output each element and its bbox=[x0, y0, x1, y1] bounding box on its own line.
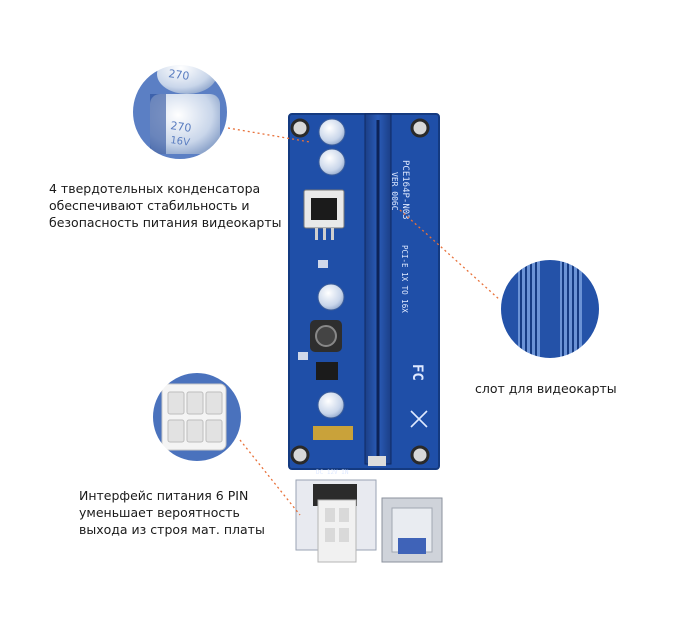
smd-components bbox=[313, 426, 353, 440]
power-callout-line-3: выхода из строя мат. платы bbox=[79, 522, 265, 537]
cap-marking-value: 270 bbox=[170, 119, 193, 135]
capacitor-callout-line bbox=[227, 127, 311, 143]
pcie-x16-slot bbox=[364, 113, 392, 466]
slot-callout: слот для видеокарты bbox=[475, 380, 617, 397]
recycle-mark bbox=[410, 410, 428, 428]
capacitor-callout: 4 твердотельных конденсатора обеспечиваю… bbox=[49, 180, 282, 231]
capacitor-callout-line-2: обеспечивают стабильность и bbox=[49, 198, 250, 213]
capacitor-callout-line-1: 4 твердотельных конденсатора bbox=[49, 181, 261, 196]
slot-callout-line-1: слот для видеокарты bbox=[475, 381, 617, 396]
power-callout-line bbox=[239, 439, 301, 516]
model-silkscreen: PCE164P-N03 bbox=[400, 160, 410, 220]
voltage-regulator bbox=[303, 189, 345, 240]
cap-marking-top: 270 bbox=[168, 67, 191, 83]
power-silkscreen: DC 12V IN bbox=[316, 469, 349, 476]
power-callout-line-1: Интерфейс питания 6 PIN bbox=[79, 488, 249, 503]
slot-silkscreen: PCI-E 1X TO 16X bbox=[400, 245, 409, 313]
version-silkscreen: VER 006C bbox=[390, 172, 399, 211]
riser-board: PCE164P-N03 VER 006C PCI-E 1X TO 16X FC … bbox=[288, 113, 440, 476]
inductor bbox=[310, 320, 342, 352]
chip bbox=[316, 362, 338, 380]
usb-connector bbox=[381, 497, 443, 563]
cap-marking-voltage: 16V bbox=[170, 135, 191, 149]
capacitor-zoom: 270 270 16V bbox=[131, 63, 229, 161]
power-connector-zoom bbox=[151, 371, 243, 463]
callout-lines bbox=[227, 127, 501, 516]
slot-zoom bbox=[499, 258, 601, 360]
capacitor-callout-line-3: безопасность питания видеокарты bbox=[49, 215, 282, 230]
power-callout-line-2: уменьшает вероятность bbox=[79, 505, 240, 520]
fc-mark: FC bbox=[409, 364, 425, 381]
board-power-connector bbox=[295, 479, 377, 563]
board-capacitors bbox=[317, 118, 346, 419]
power-callout: Интерфейс питания 6 PIN уменьшает вероят… bbox=[79, 487, 265, 538]
mounting-holes bbox=[290, 118, 430, 465]
